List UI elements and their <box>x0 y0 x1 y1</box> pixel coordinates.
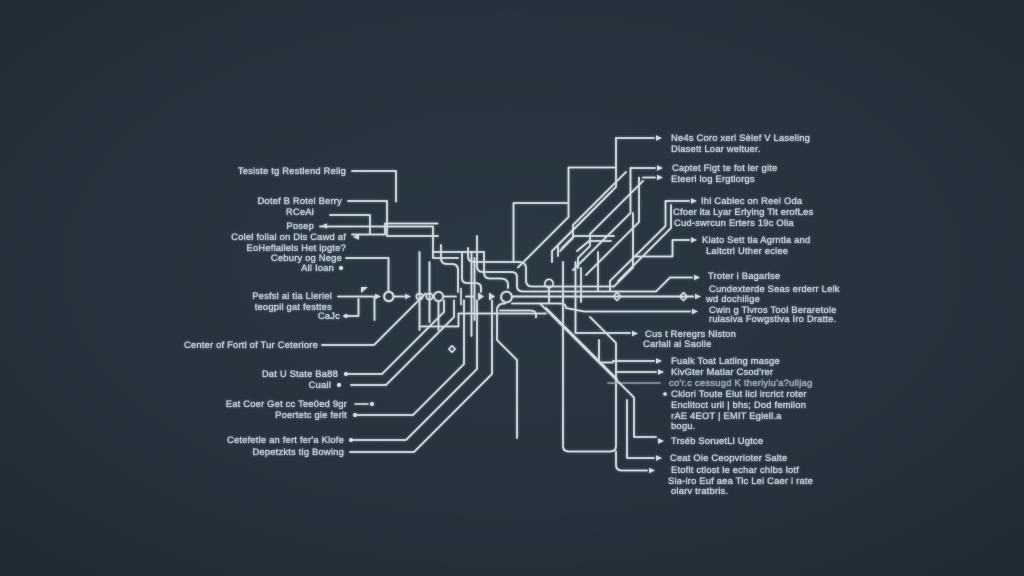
svg-text:olarv tratbris.: olarv tratbris. <box>671 485 728 496</box>
svg-text:Diasett Loar weltuer.: Diasett Loar weltuer. <box>671 143 761 154</box>
svg-text:Trséb SoruetLl Ugtce: Trséb SoruetLl Ugtce <box>671 435 763 446</box>
svg-text:Cundexterde Seas erderr Lelk: Cundexterde Seas erderr Lelk <box>709 283 840 294</box>
svg-text:olarv tratbris.: olarv tratbris. <box>671 485 728 496</box>
svg-text:Cundexterde Seas erderr Lelk: Cundexterde Seas erderr Lelk <box>709 283 840 294</box>
svg-text:Troter i Bagarlse: Troter i Bagarlse <box>708 270 780 281</box>
svg-text:RCeAi: RCeAi <box>286 206 314 217</box>
svg-text:Cuail: Cuail <box>309 379 331 390</box>
svg-text:Ceat Oie Ceopvrioter Salte: Ceat Oie Ceopvrioter Salte <box>670 452 787 463</box>
svg-text:co'r.c cessugd K theriyiu'a?ul: co'r.c cessugd K theriyiu'a?ulijag <box>669 378 813 389</box>
svg-text:Cfoer ita Lyar Erlying Tit ero: Cfoer ita Lyar Erlying Tit erofLes <box>673 206 813 217</box>
svg-text:Ne4s Coro xerl Sèlef V Laselin: Ne4s Coro xerl Sèlef V Laseling <box>671 132 810 143</box>
svg-text:All Ioan: All Ioan <box>301 262 334 273</box>
svg-text:Center of Fortl of Tur Ceterio: Center of Fortl of Tur Ceteriore <box>184 339 318 350</box>
svg-text:Etofit ctlost le echar chlbs l: Etofit ctlost le echar chlbs lotf <box>671 464 799 475</box>
svg-text:Cuail: Cuail <box>309 379 331 390</box>
svg-text:Posep: Posep <box>286 220 314 231</box>
svg-text:KivGter Matiar Csod'rer: KivGter Matiar Csod'rer <box>671 366 773 377</box>
svg-text:ruiasiva Fowgstiva Iro Dratte.: ruiasiva Fowgstiva Iro Dratte. <box>709 313 836 324</box>
svg-text:teogpil gat festtes: teogpil gat festtes <box>255 301 332 312</box>
svg-text:Cetefetle an fert fer'a Klofe: Cetefetle an fert fer'a Klofe <box>227 434 344 445</box>
svg-text:Cklori Toute Elut licl ircrict: Cklori Toute Elut licl ircrict roter <box>671 388 807 399</box>
svg-text:CaJc: CaJc <box>318 310 340 321</box>
svg-text:Ne4s Coro xerl Sèlef V Laselin: Ne4s Coro xerl Sèlef V Laseling <box>671 132 810 143</box>
svg-text:wd dochilige: wd dochilige <box>705 293 760 304</box>
svg-text:Eteeri log Ergtlorgs: Eteeri log Ergtlorgs <box>671 173 755 184</box>
svg-text:Enclitoct uril | bhs; Dod femi: Enclitoct uril | bhs; Dod femiion <box>671 399 806 410</box>
svg-text:Cwin g Tivros Tool Beraretole: Cwin g Tivros Tool Beraretole <box>709 304 837 315</box>
svg-text:Kiato Sett tia Agrntla and: Kiato Sett tia Agrntla and <box>702 234 810 245</box>
svg-text:Troter i Bagarlse: Troter i Bagarlse <box>708 270 780 281</box>
svg-text:co'r.c cessugd K theriyiu'a?ul: co'r.c cessugd K theriyiu'a?ulijag <box>669 378 813 389</box>
svg-text:Diasett Loar weltuer.: Diasett Loar weltuer. <box>671 143 761 154</box>
svg-text:Ceat Oie Ceopvrioter Salte: Ceat Oie Ceopvrioter Salte <box>670 452 787 463</box>
svg-text:Colel follai on Dis Cawd af: Colel follai on Dis Cawd af <box>231 231 346 242</box>
svg-text:bogu.: bogu. <box>671 420 695 431</box>
svg-text:Eat Coer Get cc Tee0ed 9gr: Eat Coer Get cc Tee0ed 9gr <box>226 398 347 409</box>
svg-text:Poertetc gie ferlt: Poertetc gie ferlt <box>275 409 347 420</box>
svg-text:Enclitoct uril | bhs; Dod femi: Enclitoct uril | bhs; Dod femiion <box>671 399 806 410</box>
svg-text:Pesfsl ai tia Lleriel: Pesfsl ai tia Lleriel <box>252 290 332 301</box>
svg-text:Kiato Sett tia Agrntla and: Kiato Sett tia Agrntla and <box>702 234 810 245</box>
svg-text:Cwin g Tivros Tool Beraretole: Cwin g Tivros Tool Beraretole <box>709 304 837 315</box>
svg-text:Fualk Toat Latling masge: Fualk Toat Latling masge <box>671 355 780 366</box>
svg-text:Dat U State Ba88: Dat U State Ba88 <box>262 368 338 379</box>
svg-text:Cetefetle an fert fer'a Klofe: Cetefetle an fert fer'a Klofe <box>227 434 344 445</box>
svg-text:Cus t Reregrs Niston: Cus t Reregrs Niston <box>645 328 736 339</box>
svg-text:Poertetc gie ferlt: Poertetc gie ferlt <box>275 409 347 420</box>
svg-text:Trséb SoruetLl Ugtce: Trséb SoruetLl Ugtce <box>671 435 763 446</box>
svg-text:Colel follai on Dis Cawd af: Colel follai on Dis Cawd af <box>231 231 346 242</box>
svg-text:Tesiste tg Restlend Relig: Tesiste tg Restlend Relig <box>238 165 346 176</box>
svg-text:Dotef B Rotel Berry: Dotef B Rotel Berry <box>257 195 342 206</box>
svg-text:CaJc: CaJc <box>318 310 340 321</box>
svg-text:rAE 4EOT | EMIT Egiell.a: rAE 4EOT | EMIT Egiell.a <box>671 410 782 421</box>
svg-text:Eteeri log Ergtlorgs: Eteeri log Ergtlorgs <box>671 173 755 184</box>
svg-text:wd dochilige: wd dochilige <box>705 293 760 304</box>
svg-text:Cud-swrcun Erters 19c Olia: Cud-swrcun Erters 19c Olia <box>674 217 794 228</box>
svg-text:RCeAi: RCeAi <box>286 206 314 217</box>
svg-text:Cebury og Nege: Cebury og Nege <box>271 252 342 263</box>
svg-text:Fualk Toat Latling masge: Fualk Toat Latling masge <box>671 355 780 366</box>
svg-text:Carlall ai Saolle: Carlall ai Saolle <box>643 338 712 349</box>
svg-text:Carlall ai Saolle: Carlall ai Saolle <box>643 338 712 349</box>
svg-text:Posep: Posep <box>286 220 314 231</box>
svg-text:Tesiste tg Restlend Relig: Tesiste tg Restlend Relig <box>238 165 346 176</box>
svg-text:Depetzkts tig Bowing: Depetzkts tig Bowing <box>252 446 344 457</box>
svg-text:teogpil gat festtes: teogpil gat festtes <box>255 301 332 312</box>
svg-text:All Ioan: All Ioan <box>301 262 334 273</box>
svg-text:Sia-iro Euf aea Tic Lei Caer i: Sia-iro Euf aea Tic Lei Caer i rate <box>668 475 813 486</box>
svg-text:Dotef B Rotel Berry: Dotef B Rotel Berry <box>257 195 342 206</box>
svg-text:Center of Fortl of Tur Ceterio: Center of Fortl of Tur Ceteriore <box>184 339 318 350</box>
svg-text:Dat U State Ba88: Dat U State Ba88 <box>262 368 338 379</box>
svg-text:Sia-iro Euf aea Tic Lei Caer i: Sia-iro Euf aea Tic Lei Caer i rate <box>668 475 813 486</box>
svg-text:Laltctrl Uther eclee: Laltctrl Uther eclee <box>706 245 788 256</box>
svg-text:rAE 4EOT | EMIT Egiell.a: rAE 4EOT | EMIT Egiell.a <box>671 410 782 421</box>
svg-text:Ihl Cablec on Reel Oda: Ihl Cablec on Reel Oda <box>701 195 803 206</box>
svg-text:Cebury og Nege: Cebury og Nege <box>271 252 342 263</box>
svg-text:Pesfsl ai tia Lleriel: Pesfsl ai tia Lleriel <box>252 290 332 301</box>
svg-text:EoHeflailels Het ipgte?: EoHeflailels Het ipgte? <box>247 242 346 253</box>
svg-text:KivGter Matiar Csod'rer: KivGter Matiar Csod'rer <box>671 366 773 377</box>
svg-text:Eat Coer Get cc Tee0ed 9gr: Eat Coer Get cc Tee0ed 9gr <box>226 398 347 409</box>
svg-text:Depetzkts tig Bowing: Depetzkts tig Bowing <box>252 446 344 457</box>
svg-text:EoHeflailels Het ipgte?: EoHeflailels Het ipgte? <box>247 242 346 253</box>
svg-text:Captet Figt te fot ler gite: Captet Figt te fot ler gite <box>672 162 777 173</box>
svg-text:Laltctrl Uther eclee: Laltctrl Uther eclee <box>706 245 788 256</box>
svg-text:ruiasiva Fowgstiva Iro Dratte.: ruiasiva Fowgstiva Iro Dratte. <box>709 313 836 324</box>
svg-text:Cfoer ita Lyar Erlying Tit ero: Cfoer ita Lyar Erlying Tit erofLes <box>673 206 813 217</box>
svg-text:Ihl Cablec on Reel Oda: Ihl Cablec on Reel Oda <box>701 195 803 206</box>
svg-text:Etofit ctlost le echar chlbs l: Etofit ctlost le echar chlbs lotf <box>671 464 799 475</box>
svg-text:Captet Figt te fot ler gite: Captet Figt te fot ler gite <box>672 162 777 173</box>
svg-text:Cklori Toute Elut licl ircrict: Cklori Toute Elut licl ircrict roter <box>671 388 807 399</box>
svg-text:Cud-swrcun Erters 19c Olia: Cud-swrcun Erters 19c Olia <box>674 217 794 228</box>
svg-text:bogu.: bogu. <box>671 420 695 431</box>
svg-text:Cus t Reregrs Niston: Cus t Reregrs Niston <box>645 328 736 339</box>
